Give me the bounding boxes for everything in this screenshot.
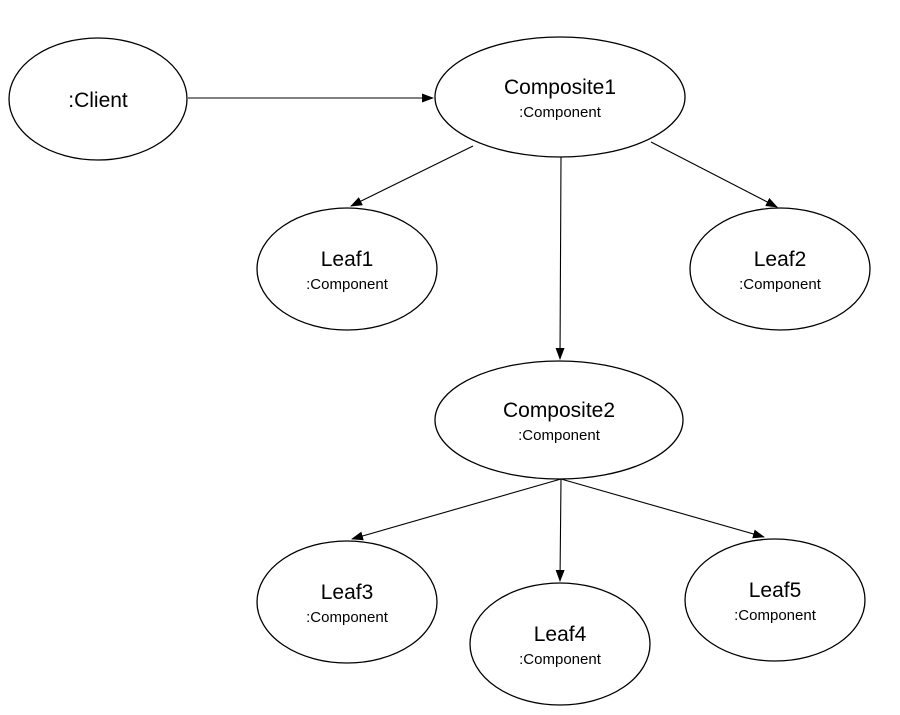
node-ellipse-leaf2 [689,207,871,331]
node-ellipse-leaf5 [684,538,866,662]
node-sublabel-composite2: :Component [518,427,601,444]
edge-composite2-to-leaf5 [560,478,765,539]
node-sublabel-leaf4: :Component [519,651,602,668]
node-ellipse-composite1 [434,36,686,158]
edge-composite2-to-leaf3 [351,478,562,541]
node-sublabel-leaf1: :Component [306,276,389,293]
node-label-leaf1: Leaf1 [321,248,374,271]
node-sublabel-leaf2: :Component [739,276,822,293]
node-sublabel-leaf5: :Component [734,607,817,624]
node-label-leaf5: Leaf5 [749,579,802,602]
node-label-composite2: Composite2 [503,399,615,422]
node-sublabel-leaf3: :Component [306,609,389,626]
edge-composite1-to-leaf1 [350,145,474,207]
edge-composite1-to-composite2 [555,156,565,360]
node-ellipse-leaf3 [256,540,438,664]
node-sublabel-composite1: :Component [519,104,602,121]
edge-composite1-to-leaf2 [650,141,778,208]
node-label-composite1: Composite1 [504,76,616,99]
node-label-leaf3: Leaf3 [321,581,374,604]
node-ellipse-composite2 [434,360,684,480]
node-ellipse-leaf4 [469,582,651,706]
node-label-client: :Client [68,89,128,112]
node-label-leaf4: Leaf4 [534,623,587,646]
node-ellipse-client [8,37,188,161]
node-ellipse-leaf1 [256,207,438,331]
edge-composite2-to-leaf4 [555,478,565,582]
node-label-leaf2: Leaf2 [754,248,807,271]
